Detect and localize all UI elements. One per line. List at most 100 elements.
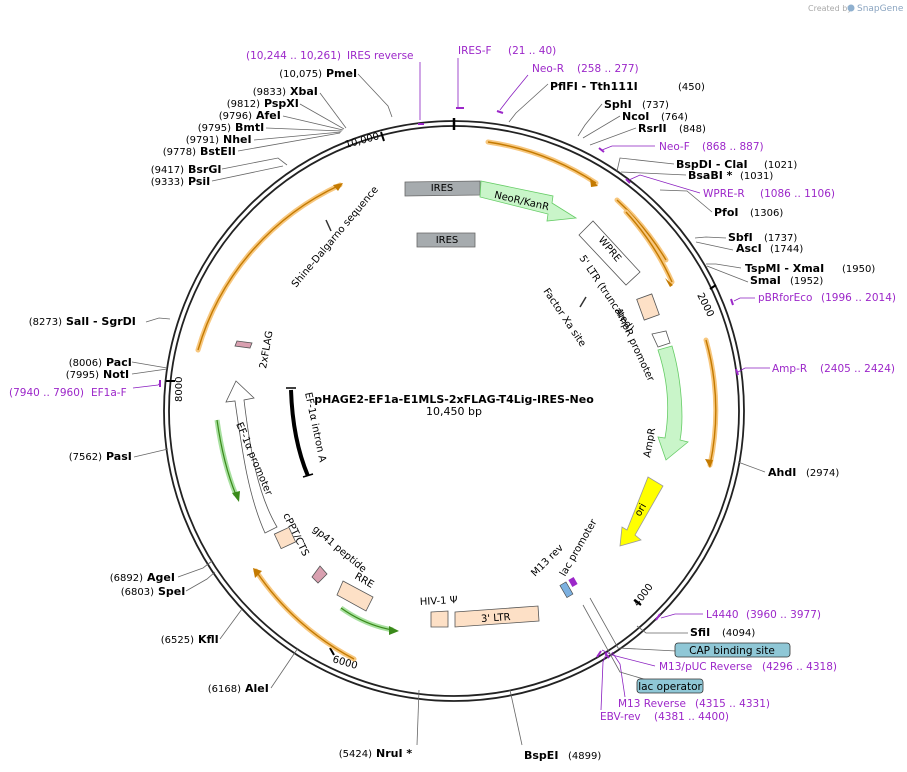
primer-neo-f: Neo-F	[659, 141, 690, 153]
enzyme-pos-sbfi: (1737)	[764, 233, 797, 244]
primer-pos-wpre-r: (1086 .. 1106)	[760, 188, 835, 200]
primer-ires-f: IRES-F	[458, 45, 492, 57]
ires2-feature: IRES	[416, 232, 476, 248]
ampr-label: AmpR	[642, 427, 658, 458]
enzyme-labels: (10,075) PmeI (9833) XbaI (9812) PspXI (…	[29, 67, 876, 762]
enzyme-pos-nrui: (5424)	[339, 749, 372, 760]
ef1a-orf	[214, 419, 240, 502]
primer-neo-r: Neo-R	[532, 63, 564, 75]
lac-operator-box	[636, 678, 704, 694]
credit-text: Created by	[808, 4, 852, 13]
tick-10000: 10,000	[344, 131, 381, 151]
primer-pos-m13-puc-reverse: (4296 .. 4318)	[762, 661, 837, 673]
enzyme-pfoi: PfoI	[714, 206, 739, 219]
enzyme-tspmi-xmai: TspMI - XmaI	[745, 262, 824, 275]
primer-l4440: L4440	[706, 609, 739, 621]
enzyme-pos-sfii: (4094)	[722, 628, 755, 639]
hiv-label: HIV-1 Ψ	[420, 595, 458, 608]
enzyme-pos-alei: (6168)	[208, 684, 241, 695]
enzyme-pos-bsrgi: (9417)	[151, 165, 184, 176]
enzyme-pos-bspei: (4899)	[568, 751, 601, 762]
enzyme-pmei: PmeI	[326, 67, 357, 80]
enzyme-ncoi: NcoI	[622, 110, 649, 123]
tick-2000: 2000	[694, 291, 715, 319]
enzyme-pos-pasi: (7562)	[69, 452, 102, 463]
ampr-feature: AmpR	[642, 345, 689, 461]
enzyme-alei: AleI	[245, 682, 269, 695]
enzyme-pos-kfli: (6525)	[161, 635, 194, 646]
ltr3-label: 3' LTR	[481, 612, 511, 625]
primer-pos-ires-f: (21 .. 40)	[508, 45, 556, 57]
snapgene-logo-icon	[847, 4, 855, 12]
enzyme-agei: AgeI	[147, 571, 175, 584]
primer-pos-amp-r: (2405 .. 2424)	[820, 363, 895, 375]
enzyme-sfii: SfiI	[690, 626, 710, 639]
enzyme-sphi: SphI	[604, 98, 632, 111]
primer-amp-r: Amp-R	[772, 363, 807, 375]
shine-mark	[325, 219, 332, 232]
enzyme-psii: PsiI	[188, 175, 210, 188]
enzyme-pasi: PasI	[106, 450, 132, 463]
enzyme-nhei: NheI	[223, 133, 252, 146]
lacpromoter-label: lac promoter	[558, 517, 600, 579]
enzyme-pos-pspxi: (9812)	[227, 99, 260, 110]
shine-label: Shine-Dalgarno sequence	[290, 184, 381, 289]
ires-feature: IRES	[404, 180, 481, 197]
cap-binding-site-box	[674, 642, 791, 658]
boxed-labels: CAP binding site lac operator	[636, 642, 791, 694]
primer-m13-reverse: M13 Reverse	[618, 698, 686, 710]
enzyme-rsrii: RsrII	[638, 122, 667, 135]
ltr3-feature: 3' LTR	[430, 605, 540, 628]
enzyme-sbfi: SbfI	[728, 231, 753, 244]
enzyme-pos-bmti: (9795)	[198, 123, 231, 134]
enzyme-spei: SpeI	[158, 585, 185, 598]
plasmid-name: pHAGE2-EF1a-E1MLS-2xFLAG-T4Lig-IRES-Neo	[314, 393, 594, 406]
enzyme-pos-ncoi: (764)	[661, 112, 688, 123]
primer-pos-neo-r: (258 .. 277)	[577, 63, 639, 75]
gp41-mark	[311, 565, 328, 584]
primer-pbrforeco: pBRforEco	[758, 292, 812, 304]
rre-orf	[339, 605, 399, 635]
factorxa-mark	[579, 296, 587, 308]
enzyme-pos-smai: (1952)	[790, 276, 823, 287]
primer-pos-neo-f: (868 .. 887)	[702, 141, 764, 153]
enzyme-pos-rsrii: (848)	[679, 124, 706, 135]
primer-pos-ef1a-f: (7940 .. 7960)	[9, 387, 84, 399]
ires2-label: IRES	[436, 235, 459, 246]
primer-pos-pbrforeco: (1996 .. 2014)	[821, 292, 896, 304]
enzyme-afei: AfeI	[256, 109, 281, 122]
enzyme-pos-sali: (8273)	[29, 317, 62, 328]
enzyme-pos-paci: (8006)	[69, 358, 102, 369]
ef1a-promoter-feature: EF-1α promoter	[225, 380, 278, 534]
enzyme-pspxi: PspXI	[264, 97, 299, 110]
enzyme-pos-sphi: (737)	[642, 100, 669, 111]
ires-label: IRES	[431, 183, 454, 194]
enzyme-pos-bsabi: (1031)	[740, 171, 773, 182]
primer-ebv-rev: EBV-rev	[600, 711, 641, 723]
credit-brand: SnapGene	[857, 4, 904, 14]
enzyme-pos-asci: (1744)	[770, 244, 803, 255]
enzyme-pos-xbai: (9833)	[253, 87, 286, 98]
primer-pos-ebv-rev: (4381 .. 4400)	[654, 711, 729, 723]
enzyme-pos-tspmi: (1950)	[842, 264, 875, 275]
enzyme-pos-pfoi: (1306)	[750, 208, 783, 219]
enzyme-noti: NotI	[103, 368, 129, 381]
enzyme-pos-pflfi: (450)	[678, 82, 705, 93]
enzyme-xbai: XbaI	[290, 85, 318, 98]
enzyme-bmti: BmtI	[235, 121, 264, 134]
enzyme-bspei: BspEI	[524, 749, 558, 762]
enzyme-pos-agei: (6892)	[110, 573, 143, 584]
primer-leaders	[132, 58, 770, 711]
enzyme-pos-psii: (9333)	[151, 177, 184, 188]
neor-feature: NeoR/KanR	[479, 180, 578, 222]
enzyme-pos-bspdi: (1021)	[764, 160, 797, 171]
enzyme-nrui: NruI *	[376, 747, 412, 760]
lac-features	[559, 577, 578, 598]
enzyme-pflfi-tth111i: PflFI - Tth111I	[550, 80, 638, 93]
enzyme-bsteii: BstEII	[200, 145, 236, 158]
enzyme-sali-sgrdi: SalI - SgrDI	[66, 315, 136, 328]
cppt-box	[273, 526, 297, 550]
ltr5-box	[636, 293, 660, 321]
amppromoter-box	[651, 330, 671, 348]
